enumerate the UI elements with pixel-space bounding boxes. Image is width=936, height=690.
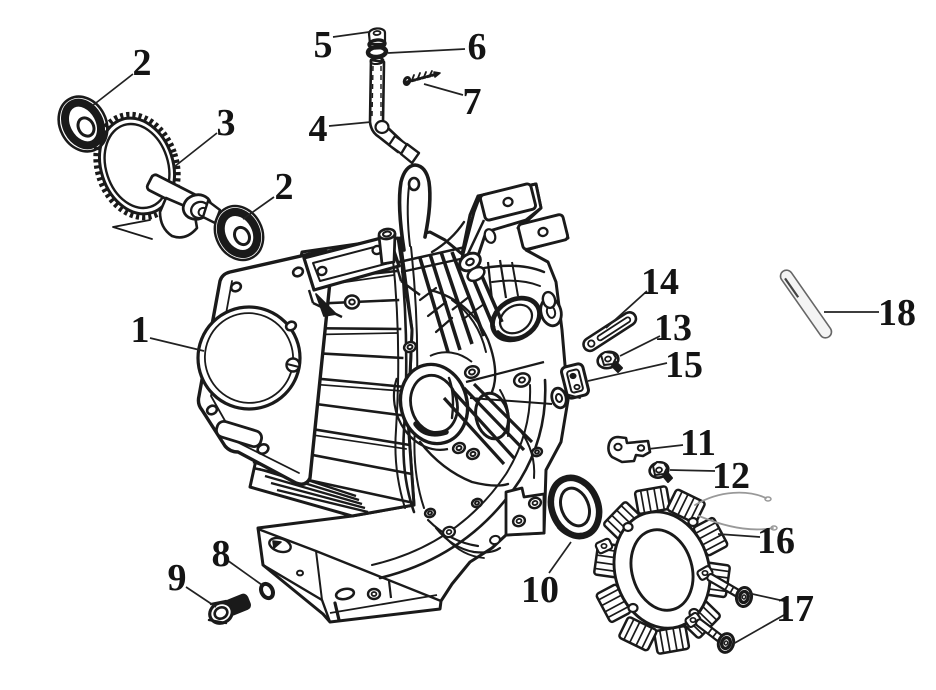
svg-text:18: 18 bbox=[878, 292, 916, 334]
svg-text:2: 2 bbox=[133, 42, 152, 84]
svg-text:3: 3 bbox=[217, 102, 236, 144]
svg-text:2: 2 bbox=[275, 166, 294, 208]
svg-text:12: 12 bbox=[712, 455, 750, 497]
svg-text:15: 15 bbox=[665, 344, 703, 386]
svg-text:7: 7 bbox=[463, 81, 482, 123]
svg-text:17: 17 bbox=[776, 588, 814, 630]
svg-text:5: 5 bbox=[314, 24, 333, 66]
svg-text:8: 8 bbox=[212, 533, 231, 575]
svg-text:10: 10 bbox=[521, 569, 559, 611]
svg-text:1: 1 bbox=[131, 309, 150, 351]
svg-text:9: 9 bbox=[168, 557, 187, 599]
svg-text:6: 6 bbox=[468, 26, 487, 68]
svg-text:11: 11 bbox=[680, 422, 716, 464]
svg-text:14: 14 bbox=[641, 261, 679, 303]
svg-text:13: 13 bbox=[654, 307, 692, 349]
svg-text:16: 16 bbox=[757, 520, 795, 562]
svg-text:4: 4 bbox=[309, 108, 328, 150]
